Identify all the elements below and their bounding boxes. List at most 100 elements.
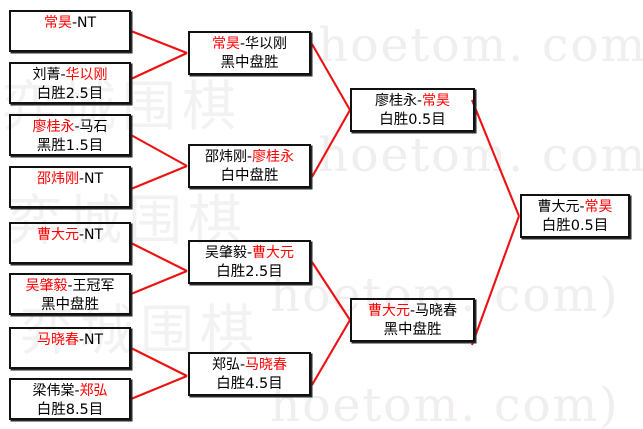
match-result: 黑中盘胜 bbox=[383, 322, 442, 338]
match-players: 常昊-NT bbox=[44, 14, 96, 33]
separator: - bbox=[246, 149, 253, 165]
separator: - bbox=[74, 383, 80, 399]
match-result: 黑中盘胜 bbox=[41, 297, 99, 313]
separator: - bbox=[246, 245, 253, 261]
player-right: 马晓春 bbox=[415, 303, 458, 319]
connector-r2m4-r3m2 bbox=[311, 319, 351, 386]
match-result: 黑中盘胜 bbox=[220, 55, 279, 71]
player-right: 常昊 bbox=[422, 93, 451, 109]
match-result: 白胜4.5目 bbox=[216, 376, 283, 392]
match-node-r1m1[interactable]: 常昊-NT bbox=[9, 10, 131, 52]
match-result: 白胜0.5目 bbox=[379, 112, 446, 128]
separator: - bbox=[409, 303, 416, 319]
separator: - bbox=[579, 199, 585, 215]
match-node-r1m5[interactable]: 曹大元-NT bbox=[9, 222, 131, 264]
match-players: 马晓春-NT bbox=[37, 331, 103, 350]
player-right: 常昊 bbox=[584, 199, 613, 215]
separator: - bbox=[71, 15, 78, 31]
separator: - bbox=[60, 67, 66, 83]
player-right: 王冠军 bbox=[72, 278, 115, 294]
player-right: NT bbox=[84, 332, 104, 348]
separator: - bbox=[416, 93, 423, 109]
match-node-r2m3[interactable]: 吴肇毅-曹大元 白胜2.5目 bbox=[188, 240, 311, 284]
match-players: 吴肇毅-王冠军 bbox=[25, 277, 114, 296]
player-right: 马石 bbox=[79, 119, 108, 135]
connector-r3m1-final bbox=[471, 99, 520, 217]
player-right: 廖桂永 bbox=[252, 149, 295, 165]
player-left: 曹大元 bbox=[367, 303, 410, 319]
match-node-r3m1[interactable]: 廖桂永-常昊 白胜0.5目 bbox=[350, 88, 475, 132]
separator: - bbox=[78, 332, 85, 348]
player-right: 华以刚 bbox=[65, 67, 108, 83]
watermark-latin-0: hoetom. com) bbox=[318, 18, 643, 73]
player-left: 廖桂永 bbox=[32, 119, 75, 135]
watermark-latin-3: hoetom. com) bbox=[270, 378, 620, 429]
match-players: 曹大元-NT bbox=[37, 226, 103, 245]
player-left: 吴肇毅 bbox=[25, 278, 68, 294]
connector-r2m2-r3m1 bbox=[311, 109, 351, 178]
connector-r1m5-r2m3 bbox=[130, 242, 188, 272]
match-players: 刘菁-华以刚 bbox=[32, 66, 107, 85]
match-players: 邵炜刚-NT bbox=[37, 170, 103, 189]
player-left: 郑弘 bbox=[211, 357, 240, 373]
match-node-r1m7[interactable]: 马晓春-NT bbox=[9, 327, 131, 369]
match-node-r2m1[interactable]: 常昊-华以刚 黑中盘胜 bbox=[188, 31, 311, 75]
connector-r3m2-final bbox=[471, 215, 520, 346]
connector-r1m6-r2m3 bbox=[130, 270, 188, 295]
match-players: 梁伟棠-郑弘 bbox=[32, 382, 107, 401]
separator: - bbox=[78, 227, 85, 243]
player-left: 邵炜刚 bbox=[36, 171, 79, 187]
match-result: 白胜2.5目 bbox=[36, 86, 104, 102]
separator: - bbox=[74, 119, 80, 135]
connector-r2m3-r3m2 bbox=[311, 261, 351, 321]
match-players: 廖桂永-常昊 bbox=[375, 92, 450, 111]
player-left: 曹大元 bbox=[36, 227, 79, 243]
player-left: 常昊 bbox=[211, 36, 240, 52]
player-left: 刘菁 bbox=[32, 67, 61, 83]
match-node-r2m4[interactable]: 郑弘-马晓春 白胜4.5目 bbox=[188, 352, 311, 396]
match-node-r1m2[interactable]: 刘菁-华以刚 白胜2.5目 bbox=[9, 62, 131, 104]
player-left: 马晓春 bbox=[36, 332, 79, 348]
player-left: 邵炜刚 bbox=[204, 149, 247, 165]
connector-r1m2-r2m1 bbox=[130, 52, 188, 80]
match-players: 廖桂永-马石 bbox=[32, 118, 107, 137]
match-result: 白胜0.5目 bbox=[541, 218, 609, 234]
connector-r1m8-r2m4 bbox=[130, 375, 188, 400]
connector-r2m1-r3m1 bbox=[311, 43, 351, 111]
connector-r1m3-r2m2 bbox=[130, 134, 188, 167]
connector-r1m1-r2m1 bbox=[130, 30, 188, 54]
match-node-r3m2[interactable]: 曹大元-马晓春 黑中盘胜 bbox=[350, 298, 475, 342]
match-node-r2m2[interactable]: 邵炜刚-廖桂永 白中盘胜 bbox=[188, 144, 311, 188]
player-right: 华以刚 bbox=[245, 36, 288, 52]
player-right: 郑弘 bbox=[79, 383, 108, 399]
player-left: 廖桂永 bbox=[374, 93, 417, 109]
separator: - bbox=[78, 171, 85, 187]
match-node-r1m4[interactable]: 邵炜刚-NT bbox=[9, 166, 131, 208]
match-node-r1m8[interactable]: 梁伟棠-郑弘 白胜8.5目 bbox=[9, 378, 131, 420]
player-right: NT bbox=[77, 15, 97, 31]
match-result: 白中盘胜 bbox=[220, 168, 279, 184]
match-result: 白胜2.5目 bbox=[216, 264, 283, 280]
match-result: 白胜8.5目 bbox=[36, 402, 104, 418]
connector-r1m4-r2m2 bbox=[130, 165, 188, 190]
player-left: 梁伟棠 bbox=[32, 383, 75, 399]
match-node-r1m6[interactable]: 吴肇毅-王冠军 黑中盘胜 bbox=[9, 273, 131, 315]
separator: - bbox=[239, 357, 246, 373]
match-players: 曹大元-常昊 bbox=[537, 198, 612, 217]
player-left: 常昊 bbox=[43, 15, 72, 31]
separator: - bbox=[239, 36, 246, 52]
match-players: 吴肇毅-曹大元 bbox=[205, 244, 294, 263]
player-left: 曹大元 bbox=[537, 199, 580, 215]
separator: - bbox=[67, 278, 73, 294]
match-result: 黑胜1.5目 bbox=[36, 138, 104, 154]
match-node-r1m3[interactable]: 廖桂永-马石 黑胜1.5目 bbox=[9, 114, 131, 156]
match-players: 郑弘-马晓春 bbox=[212, 356, 287, 375]
player-right: NT bbox=[84, 227, 104, 243]
watermark-latin-1: hoetom. com) bbox=[318, 128, 643, 183]
match-players: 曹大元-马晓春 bbox=[368, 302, 457, 321]
match-node-final[interactable]: 曹大元-常昊 白胜0.5目 bbox=[520, 194, 630, 238]
match-players: 邵炜刚-廖桂永 bbox=[205, 148, 294, 167]
player-right: NT bbox=[84, 171, 104, 187]
player-left: 吴肇毅 bbox=[204, 245, 247, 261]
player-right: 马晓春 bbox=[245, 357, 288, 373]
